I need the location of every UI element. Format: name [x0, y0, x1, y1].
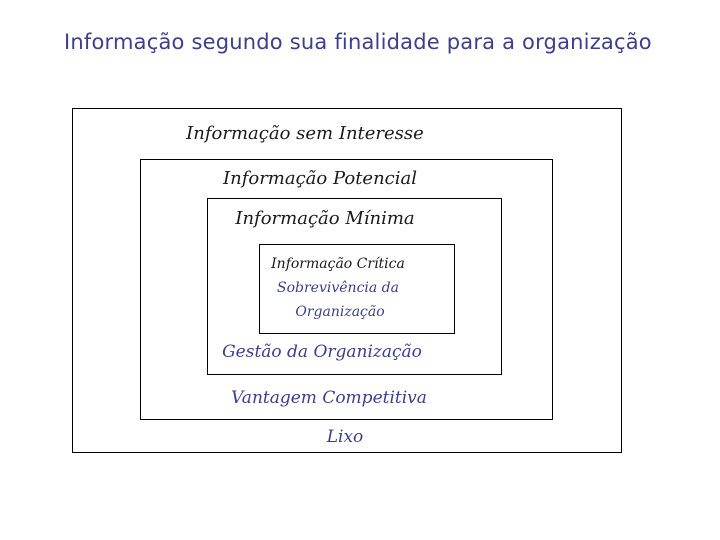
- label-organization-survival: Sobrevivência da: [277, 280, 399, 296]
- box-critical-information: [259, 244, 455, 334]
- label-information-without-interest: Informação sem Interesse: [186, 123, 424, 144]
- label-organization: Organização: [295, 304, 385, 320]
- slide-title: Informação segundo sua finalidade para a…: [64, 30, 652, 54]
- label-potential-information: Informação Potencial: [222, 168, 418, 189]
- label-competitive-advantage: Vantagem Competitiva: [231, 388, 427, 408]
- label-trash: Lixo: [326, 427, 364, 447]
- label-minimal-information: Informação Mínima: [235, 208, 415, 229]
- label-organization-management: Gestão da Organização: [222, 342, 422, 362]
- label-critical-information: Informação Crítica: [271, 256, 405, 272]
